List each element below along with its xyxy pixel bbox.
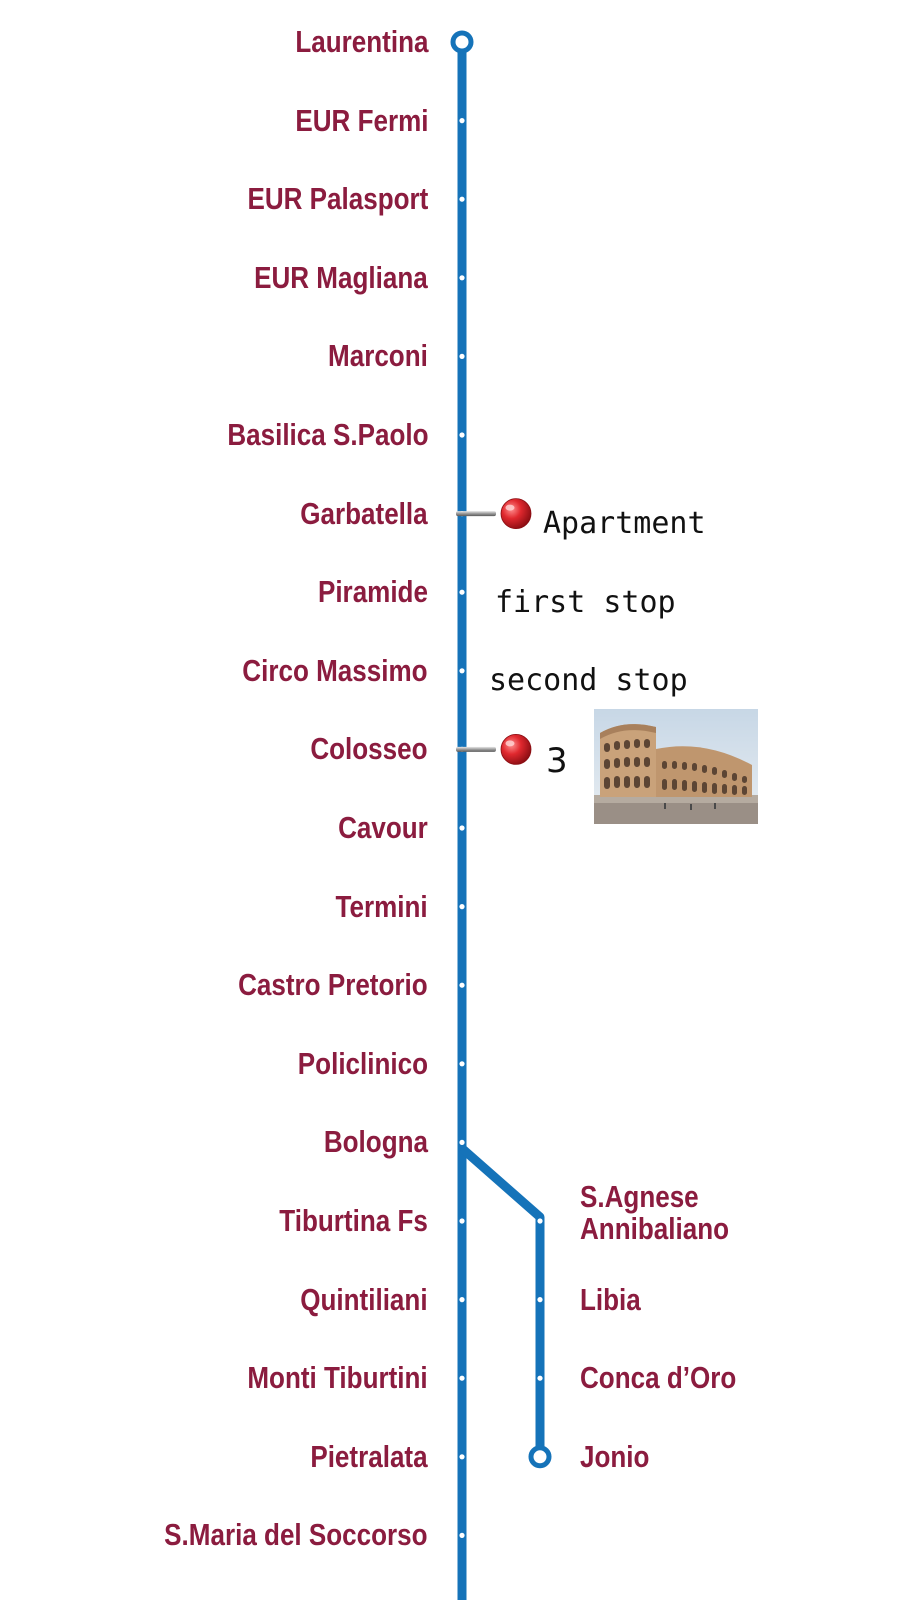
pin-head [500, 734, 532, 765]
pin-shine [505, 504, 515, 511]
branch-station-tick [537, 1375, 543, 1381]
colosseum-photo [594, 709, 758, 824]
pin-needle [456, 746, 496, 752]
station-tick [459, 196, 465, 202]
station-label: EUR Magliana [254, 259, 428, 295]
pin-head [500, 498, 532, 529]
station-tick [459, 118, 465, 124]
station-label: Cavour [338, 810, 428, 845]
station-label: Tiburtina Fs [279, 1203, 428, 1238]
station-label: Termini [335, 888, 428, 924]
branch-station-tick [537, 1218, 543, 1224]
first-stop-note: first stop [495, 585, 676, 620]
station-label: Basilica S.Paolo [226, 417, 428, 452]
station-tick [459, 1454, 465, 1460]
apartment-note: Apartment [543, 506, 706, 541]
station-label: Colosseo [310, 731, 428, 767]
station-label: Policlinico [297, 1045, 428, 1081]
station-tick [459, 1218, 465, 1224]
branch-station-tick [537, 1297, 543, 1303]
terminus-jonio-marker [528, 1445, 552, 1469]
branch-station-label: S.Agnese [580, 1179, 699, 1214]
station-label: Quintiliani [300, 1281, 428, 1317]
station-tick [459, 1297, 465, 1303]
third-stop-number: 3 [546, 741, 568, 781]
station-tick [459, 1375, 465, 1381]
station-tick [459, 275, 465, 281]
station-label: Laurentina [294, 24, 428, 59]
pin-needle [456, 511, 496, 517]
branch-station-label: Jonio [580, 1438, 650, 1474]
station-tick [459, 982, 465, 988]
colosseo-pin-icon [456, 734, 532, 765]
station-label: S.Maria del Soccorso [164, 1517, 428, 1553]
branch-station-label: Annibaliano [580, 1211, 730, 1246]
station-label: Monti Tiburtini [247, 1360, 428, 1396]
apartment-pin-icon [456, 498, 532, 529]
station-tick [459, 668, 465, 674]
station-tick [459, 1061, 465, 1067]
station-tick [459, 589, 465, 595]
station-label: Piramide [317, 574, 428, 610]
station-label: Garbatella [300, 495, 428, 531]
station-tick [459, 904, 465, 910]
station-tick [459, 353, 465, 359]
branch-station-label: Libia [580, 1281, 641, 1317]
station-label: EUR Palasport [247, 181, 428, 217]
station-label: Castro Pretorio [238, 967, 428, 1003]
station-tick [459, 1532, 465, 1538]
station-label: Bologna [323, 1124, 428, 1160]
station-tick [459, 825, 465, 831]
branch-line [459, 1145, 545, 1457]
station-label: Marconi [328, 338, 428, 374]
pin-shine [505, 740, 515, 747]
terminus-laurentina-marker [450, 30, 474, 54]
branch-station-label: Conca d’Oro [580, 1360, 737, 1396]
station-label: EUR Fermi [294, 102, 428, 138]
second-stop-note: second stop [489, 663, 688, 698]
station-tick [459, 432, 465, 438]
station-label: Circo Massimo [242, 652, 428, 688]
station-label: Pietralata [310, 1438, 428, 1474]
station-tick [459, 1139, 465, 1145]
